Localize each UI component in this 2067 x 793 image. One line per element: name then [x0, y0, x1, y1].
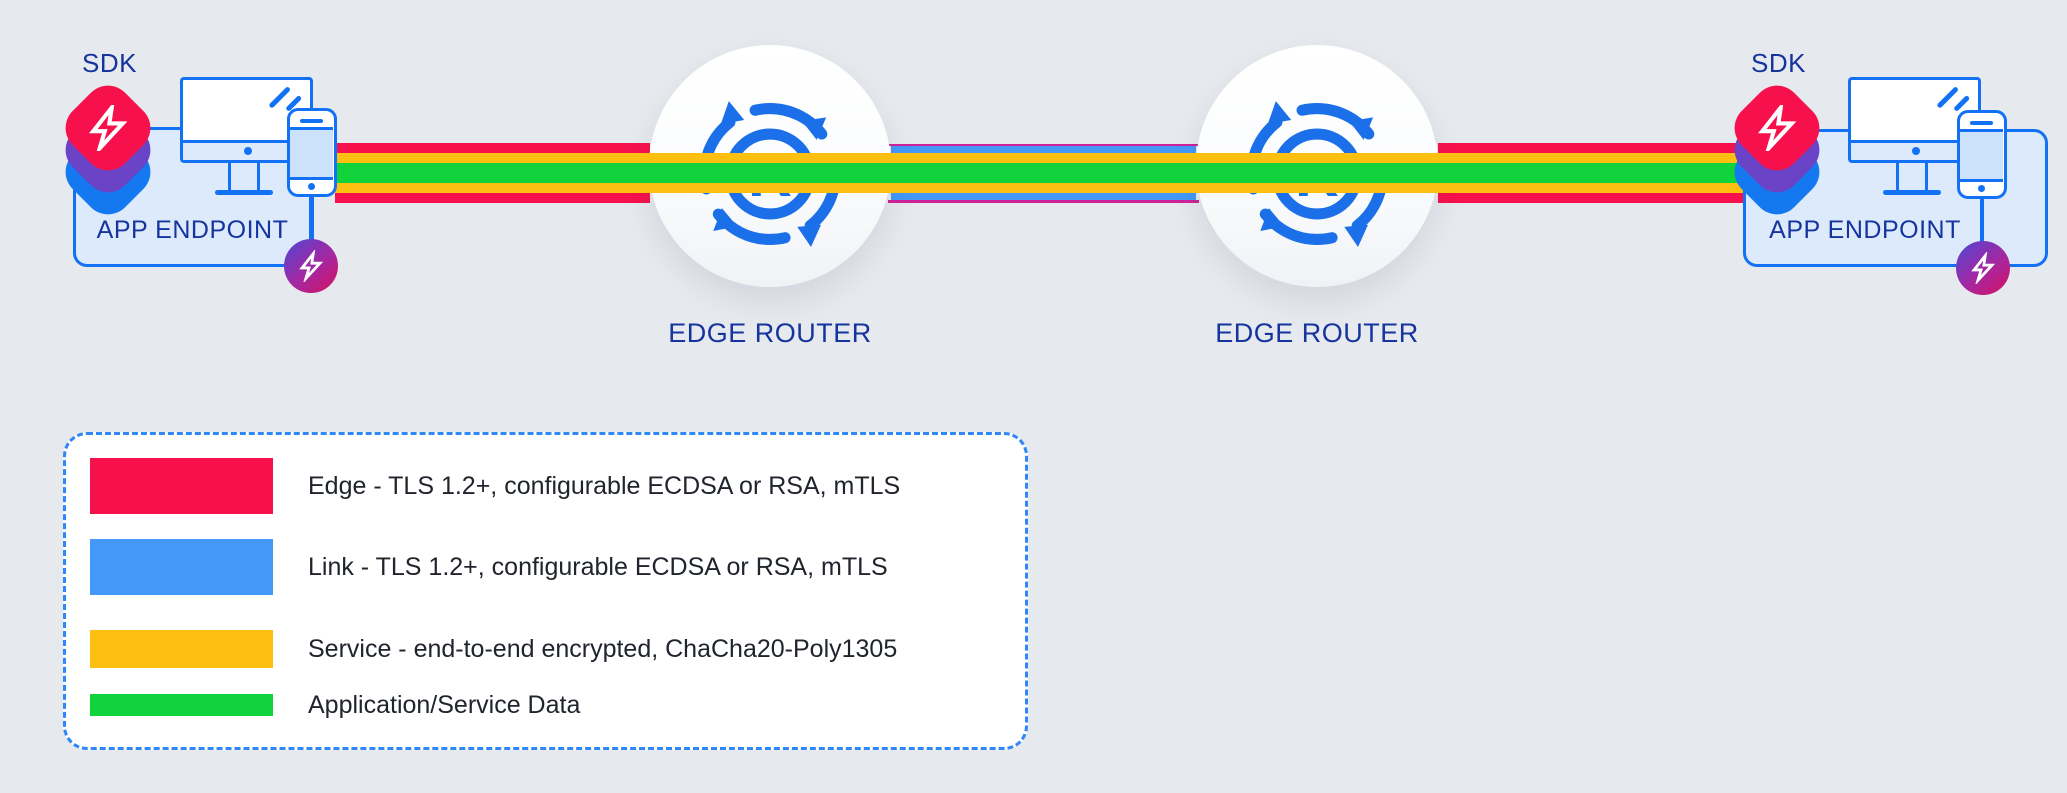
- phone-badge-connector-right: [1980, 195, 1984, 245]
- legend-label-service: Service - end-to-end encrypted, ChaCha20…: [308, 634, 898, 663]
- edge-router-label-right: EDGE ROUTER: [1215, 318, 1419, 348]
- legend-swatch-service: [90, 630, 273, 668]
- legend-row-application-data: Application/Service Data: [90, 691, 580, 719]
- edge-stripe-top-right: [1438, 143, 1745, 153]
- legend-label-application-data: Application/Service Data: [308, 690, 581, 719]
- legend-row-link: Link - TLS 1.2+, configurable ECDSA or R…: [90, 539, 888, 595]
- sdk-stack-icon: [1724, 75, 1830, 225]
- edge-thin-line-top: [888, 143, 1199, 146]
- monitor-stand: [1896, 161, 1928, 191]
- application-data-stripe: [335, 163, 1745, 183]
- edge-stripe-top-left: [335, 143, 650, 153]
- sdk-stack-icon: [55, 75, 161, 225]
- monitor-stand: [228, 161, 260, 191]
- legend-swatch-edge: [90, 458, 273, 514]
- service-stripe-top: [335, 153, 1745, 163]
- endpoint-badge-icon: [284, 239, 338, 293]
- legend-label-edge: Edge - TLS 1.2+, configurable ECDSA or R…: [308, 471, 901, 500]
- phone-badge-connector-left: [310, 195, 314, 245]
- sdk-label-right: SDK: [1751, 48, 1806, 78]
- sdk-layer-red: [55, 75, 161, 181]
- legend-box: Edge - TLS 1.2+, configurable ECDSA or R…: [63, 432, 1028, 750]
- service-stripe-bottom: [335, 183, 1745, 193]
- legend-swatch-link: [90, 539, 273, 595]
- legend-row-service: Service - end-to-end encrypted, ChaCha20…: [90, 630, 897, 668]
- monitor-base: [215, 190, 273, 195]
- sdk-label-left: SDK: [82, 48, 137, 78]
- lightning-bolt-icon: [1758, 105, 1797, 151]
- endpoint-badge-icon: [1956, 241, 2010, 295]
- monitor-base: [1883, 190, 1941, 195]
- smartphone-icon: [1957, 110, 2007, 199]
- link-stripe-top: [891, 146, 1196, 154]
- edge-stripe-bottom-right: [1438, 193, 1745, 203]
- legend-label-link: Link - TLS 1.2+, configurable ECDSA or R…: [308, 552, 888, 581]
- edge-router-label-left: EDGE ROUTER: [668, 318, 872, 348]
- app-endpoint-label-right: APP ENDPOINT: [1769, 216, 1961, 244]
- link-stripe-bottom: [891, 192, 1196, 200]
- app-endpoint-label-left: APP ENDPOINT: [96, 216, 289, 244]
- edge-stripe-bottom-left: [335, 193, 650, 203]
- sdk-layer-red: [1724, 75, 1830, 181]
- lightning-bolt-icon: [89, 105, 128, 151]
- edge-thin-line-bottom: [888, 200, 1199, 203]
- legend-row-edge: Edge - TLS 1.2+, configurable ECDSA or R…: [90, 458, 900, 514]
- lightning-bolt-icon: [1971, 252, 1996, 284]
- legend-swatch-application-data: [90, 694, 273, 716]
- smartphone-icon: [287, 108, 337, 197]
- lightning-bolt-icon: [299, 250, 324, 282]
